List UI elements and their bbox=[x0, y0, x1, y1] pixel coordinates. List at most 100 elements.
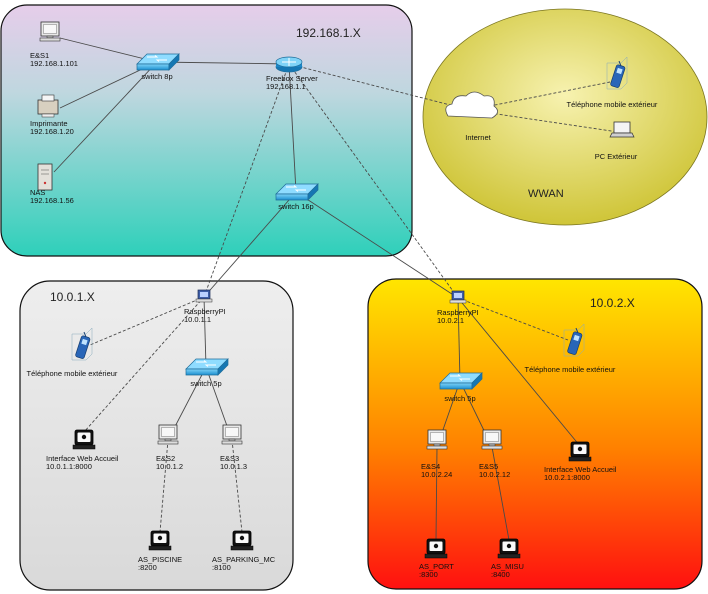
node-phone2: Téléphone mobile extérieur bbox=[525, 323, 616, 374]
node-label: 10.0.1.1:8000 bbox=[46, 462, 92, 471]
switch-icon bbox=[136, 53, 180, 71]
link-sw8-freebox bbox=[156, 61, 290, 65]
link-rpi2-sw5b bbox=[457, 297, 461, 382]
node-label: Téléphone mobile extérieur bbox=[567, 100, 658, 109]
cloud-icon bbox=[445, 91, 498, 119]
zone-wwan bbox=[422, 8, 708, 226]
node-label: PC Extérieur bbox=[595, 152, 638, 161]
node-label: Imprimante bbox=[30, 119, 68, 128]
node-label: E&S5 bbox=[479, 462, 498, 471]
node-label: E&S1 bbox=[30, 51, 49, 60]
node-port: AS_PORT:8300 bbox=[419, 538, 454, 579]
node-sw8: switch 8p bbox=[136, 53, 180, 81]
link-es3-parking bbox=[231, 439, 243, 533]
node-label: 192.168.1.101 bbox=[30, 59, 78, 68]
zone-title-wwan: WWAN bbox=[528, 188, 564, 200]
phone-icon bbox=[71, 327, 93, 361]
node-label: 10.0.1.1 bbox=[184, 315, 211, 324]
node-label: RaspberryPI bbox=[184, 307, 226, 316]
switch-icon bbox=[439, 372, 483, 390]
node-label: switch 16p bbox=[278, 202, 313, 211]
node-label: NAS bbox=[30, 188, 45, 197]
node-label: 10.0.1.2 bbox=[156, 462, 183, 471]
link-rpi1-phone1 bbox=[89, 296, 205, 346]
zone-title-10-0-2: 10.0.2.X bbox=[590, 296, 635, 310]
server-icon bbox=[37, 163, 53, 191]
link-rpi2-web2 bbox=[457, 297, 581, 447]
node-label: switch 5p bbox=[190, 379, 221, 388]
link-rpi1-sw5a bbox=[203, 296, 207, 368]
node-label: 10.0.2.12 bbox=[479, 470, 510, 479]
node-label: Freebox Server bbox=[266, 74, 318, 83]
pc-icon bbox=[39, 21, 61, 42]
phone-icon bbox=[606, 56, 628, 90]
node-phone_wwan: Téléphone mobile extérieur bbox=[567, 56, 658, 109]
link-rpi1-web1 bbox=[83, 296, 205, 433]
link-es5-misu bbox=[491, 446, 510, 541]
node-misu: AS_MISU:8400 bbox=[491, 538, 524, 579]
node-label: 10.0.2.24 bbox=[421, 470, 452, 479]
link-es2-piscine bbox=[159, 439, 169, 533]
node-label: Téléphone mobile extérieur bbox=[27, 369, 118, 378]
terminal-icon bbox=[424, 538, 448, 559]
pc-icon bbox=[221, 424, 243, 445]
terminal-icon bbox=[72, 429, 96, 450]
printer-icon bbox=[37, 94, 59, 118]
link-sw16-rpi2 bbox=[295, 191, 459, 299]
node-sw5b: switch 5p bbox=[439, 372, 483, 403]
node-label: E&S2 bbox=[156, 454, 175, 463]
terminal-icon bbox=[230, 530, 254, 551]
terminal-icon bbox=[497, 538, 521, 559]
node-label: E&S4 bbox=[421, 462, 440, 471]
node-label: 192.168.1.56 bbox=[30, 196, 74, 205]
pc-icon bbox=[426, 429, 448, 450]
zone-10-0-2 bbox=[367, 278, 703, 590]
node-label: AS_MISU bbox=[491, 562, 524, 571]
link-freebox-rpi1 bbox=[203, 63, 290, 298]
node-piscine: AS_PISCINE:8200 bbox=[138, 530, 182, 572]
link-sw16-rpi1 bbox=[203, 191, 297, 298]
node-label: Interface Web Accueil bbox=[46, 454, 119, 463]
node-label: AS_PISCINE bbox=[138, 555, 182, 564]
router-icon bbox=[275, 56, 303, 73]
link-internet-phone_wwan bbox=[469, 81, 611, 111]
link-freebox-rpi2 bbox=[288, 63, 459, 299]
node-label: 10.0.1.3 bbox=[220, 462, 247, 471]
link-es1-sw8 bbox=[59, 37, 158, 63]
phone-icon bbox=[563, 323, 585, 357]
node-label: switch 5p bbox=[444, 394, 475, 403]
node-pc_ext: PC Extérieur bbox=[595, 121, 638, 161]
node-label: Téléphone mobile extérieur bbox=[525, 365, 616, 374]
node-label: E&S3 bbox=[220, 454, 239, 463]
node-label: RaspberryPI bbox=[437, 308, 479, 317]
zone-10-0-1 bbox=[19, 280, 294, 591]
switch-icon bbox=[275, 183, 319, 201]
rpi-icon bbox=[195, 289, 213, 303]
node-label: :8400 bbox=[491, 570, 510, 579]
terminal-icon bbox=[568, 441, 592, 462]
link-freebox-sw16 bbox=[288, 63, 297, 193]
node-label: AS_PORT bbox=[419, 562, 454, 571]
node-label: 192.168.1.1 bbox=[266, 82, 306, 91]
node-label: switch 8p bbox=[141, 72, 172, 81]
node-label: :8300 bbox=[419, 570, 438, 579]
rpi-icon bbox=[449, 290, 467, 304]
zone-title-lan: 192.168.1.X bbox=[296, 26, 361, 40]
zone-title-10-0-1: 10.0.1.X bbox=[50, 290, 95, 304]
node-label: :8200 bbox=[138, 563, 157, 572]
switch-icon bbox=[185, 358, 229, 376]
link-freebox-internet bbox=[288, 63, 471, 111]
node-label: Interface Web Accueil bbox=[544, 465, 617, 474]
node-label: :8100 bbox=[212, 563, 231, 572]
pc-icon bbox=[481, 429, 503, 450]
